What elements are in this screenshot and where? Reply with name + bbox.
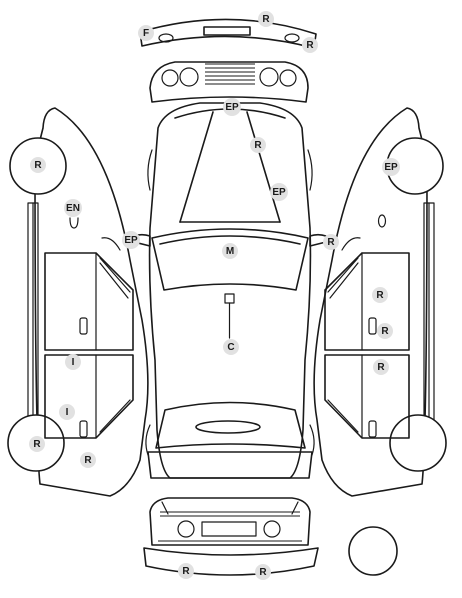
marker-dot: [29, 436, 45, 452]
car-rear-panel: [149, 61, 309, 103]
marker-dot: [59, 404, 75, 420]
marker-label: M: [226, 246, 234, 257]
marker-label: I: [66, 407, 69, 418]
spare-wheel: [348, 526, 398, 576]
marker-right-mirror-r: R: [323, 234, 339, 250]
marker-dot: [223, 98, 241, 116]
marker-rear-bumper-r1: R: [258, 11, 274, 27]
marker-right-handle-r: R: [377, 323, 393, 339]
marker-label: F: [143, 28, 149, 39]
front-bumper: [143, 547, 319, 576]
marker-label: C: [227, 342, 234, 353]
marker-label: R: [376, 290, 384, 301]
marker-dot: [223, 339, 239, 355]
marker-label: R: [182, 566, 190, 577]
marker-label: R: [259, 567, 267, 578]
marker-left-door-i2: I: [59, 404, 75, 420]
marker-dot: [372, 287, 388, 303]
marker-dot: [373, 359, 389, 375]
car-front-panel: [149, 497, 311, 546]
marker-right-rear-wheel-ep: EP: [382, 158, 400, 176]
marker-dot: [255, 564, 271, 580]
marker-dot: [250, 137, 266, 153]
marker-front-bumper-r2: R: [255, 564, 271, 580]
marker-dot: [377, 323, 393, 339]
marker-roof-front-ep: EP: [223, 98, 241, 116]
marker-dot: [80, 452, 96, 468]
marker-left-front-wheel-r: R: [29, 436, 45, 452]
marker-label: R: [254, 140, 262, 151]
marker-dot: [258, 11, 274, 27]
marker-dot: [270, 183, 288, 201]
marker-dot: [302, 37, 318, 53]
car-body-top-view: [125, 102, 335, 479]
marker-left-sill-r: R: [80, 452, 96, 468]
marker-left-mirror-ep: EP: [122, 231, 140, 249]
marker-label: I: [72, 357, 75, 368]
marker-left-door-i: I: [65, 354, 81, 370]
marker-label: R: [84, 455, 92, 466]
marker-rear-bumper-f: F: [138, 25, 154, 41]
center-square: [224, 293, 235, 339]
marker-hood-m: M: [222, 243, 238, 259]
marker-dot: [138, 25, 154, 41]
marker-dot: [64, 199, 82, 217]
car-right-side: [313, 107, 447, 497]
marker-dot: [382, 158, 400, 176]
marker-label: R: [262, 14, 270, 25]
marker-label: R: [377, 362, 385, 373]
marker-label: EP: [225, 102, 239, 113]
marker-dot: [122, 231, 140, 249]
marker-dot: [30, 157, 46, 173]
car-left-side: [7, 107, 149, 497]
marker-right-door-r2: R: [373, 359, 389, 375]
marker-label: R: [306, 40, 314, 51]
marker-dot: [65, 354, 81, 370]
marker-label: EN: [66, 203, 80, 214]
marker-label: EP: [272, 187, 286, 198]
marker-dot: [178, 563, 194, 579]
rear-bumper: [139, 18, 317, 49]
damage-markers: F R R EP R EP EP R M C R EN I I R R EP R R R R R: [29, 11, 400, 580]
marker-dot: [323, 234, 339, 250]
marker-roof-ep: EP: [270, 183, 288, 201]
marker-rear-bumper-r2: R: [302, 37, 318, 53]
marker-label: EP: [124, 235, 138, 246]
marker-label: R: [327, 237, 335, 248]
marker-label: EP: [384, 162, 398, 173]
marker-label: R: [34, 160, 42, 171]
marker-roof-r: R: [250, 137, 266, 153]
marker-dot: [222, 243, 238, 259]
marker-label: R: [381, 326, 389, 337]
marker-left-rear-wheel-r: R: [30, 157, 46, 173]
marker-right-door-r1: R: [372, 287, 388, 303]
marker-left-en: EN: [64, 199, 82, 217]
marker-front-bumper-r1: R: [178, 563, 194, 579]
marker-center-c: C: [223, 339, 239, 355]
marker-label: R: [33, 439, 41, 450]
